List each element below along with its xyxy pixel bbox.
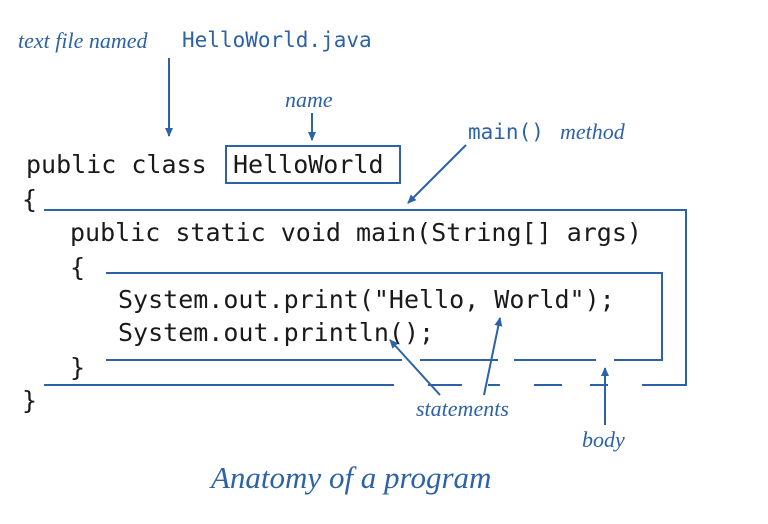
figure-caption: Anatomy of a program <box>211 460 492 495</box>
code-line-main-open-brace: { <box>70 253 86 282</box>
statements-arrow-println <box>389 339 441 396</box>
annotation-method-code: main() <box>468 120 544 144</box>
code-line-print-statement: System.out.print("Hello, World"); <box>118 285 615 314</box>
annotation-method-label: method <box>560 119 625 144</box>
annotation-statements: statements <box>416 396 509 421</box>
main-method-arrow <box>407 144 467 204</box>
main-method-box <box>44 209 687 386</box>
statements-arrow-print <box>483 317 503 396</box>
class-name-box <box>225 145 401 184</box>
code-line-class-close-brace: } <box>22 386 38 415</box>
annotation-body: body <box>582 427 625 452</box>
annotation-file-name: HelloWorld.java <box>182 28 372 52</box>
code-class-name: HelloWorld <box>233 150 384 179</box>
code-line-main-close-brace: } <box>70 353 86 382</box>
annotation-name: name <box>285 87 333 112</box>
code-line-println-statement: System.out.println(); <box>118 318 435 347</box>
code-line-open-brace: { <box>22 185 38 214</box>
annotation-file-prefix: text file named <box>18 28 148 53</box>
method-body-box <box>106 272 663 361</box>
code-line-class-keyword: public class <box>26 150 207 179</box>
code-line-main-signature: public static void main(String[] args) <box>70 218 642 247</box>
